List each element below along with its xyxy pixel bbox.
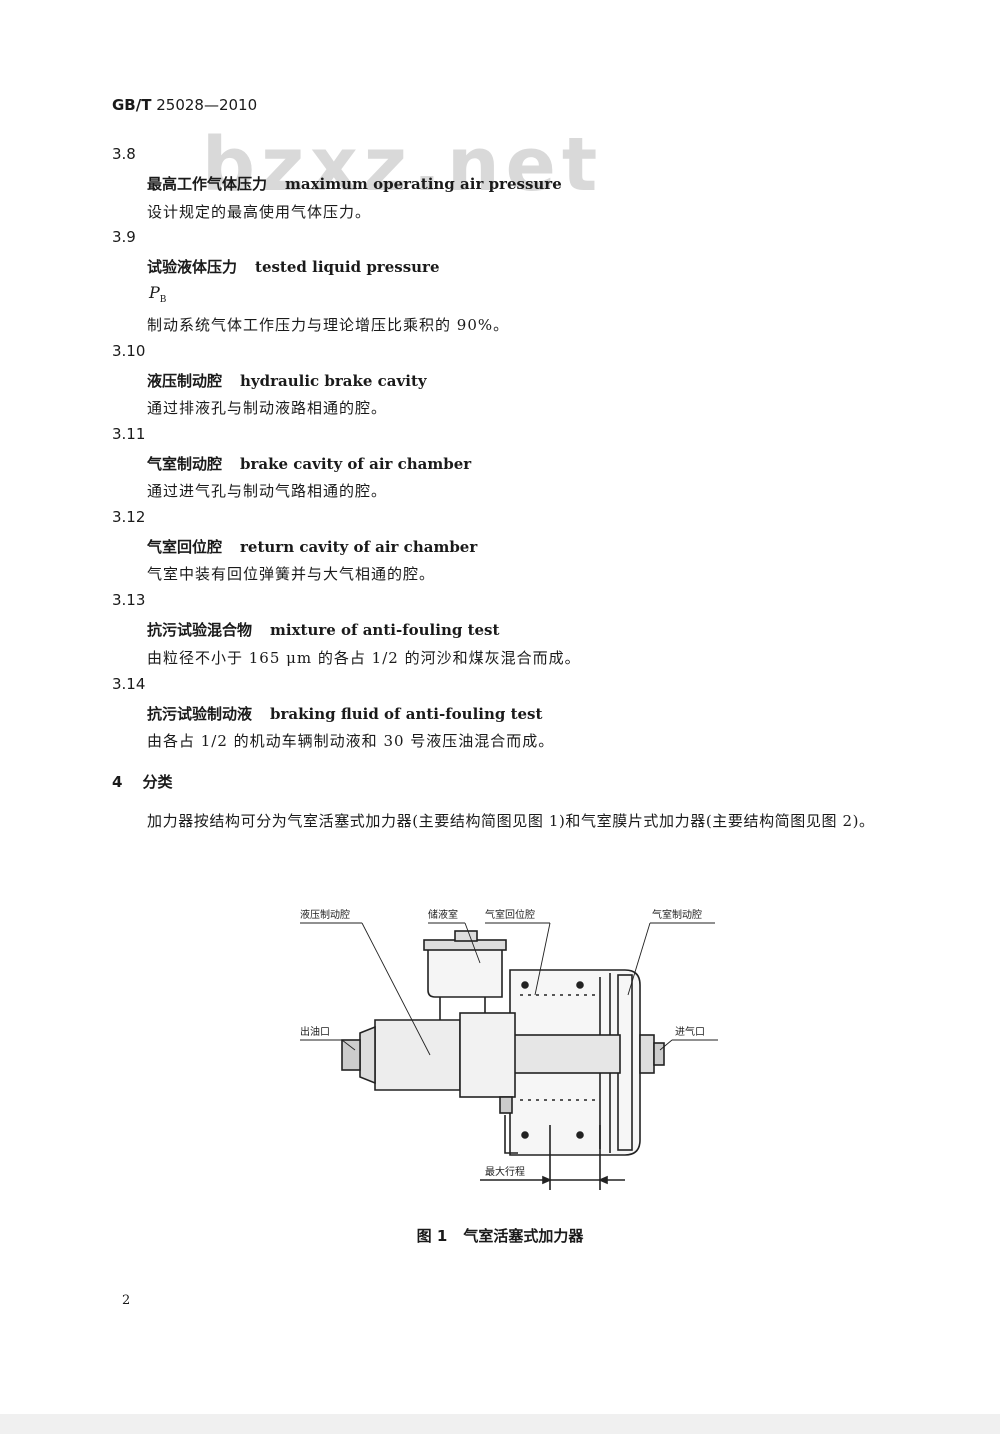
standard-number: 25028—2010: [156, 96, 258, 114]
page-number: 2: [122, 1293, 131, 1308]
label-hydraulic-cavity: 液压制动腔: [300, 908, 350, 921]
viewer-bottom-bar: [0, 1414, 1000, 1434]
term-symbol: PB: [149, 283, 167, 306]
term-definition: 由各占 1/2 的机动车辆制动液和 30 号液压油混合而成。: [147, 732, 555, 750]
label-oil-outlet: 出油口: [300, 1025, 330, 1038]
standard-header: GB/T 25028—2010: [112, 96, 257, 114]
term-definition: 设计规定的最高使用气体压力。: [147, 203, 372, 221]
term-definition: 气室中装有回位弹簧并与大气相通的腔。: [147, 565, 436, 583]
label-max-stroke: 最大行程: [485, 1165, 525, 1178]
booster-diagram: 液压制动腔 储液室 气室回位腔 气室制动腔 出油口 进气口 最大行程: [300, 908, 718, 1190]
section-paragraph: 加力器按结构可分为气室活塞式加力器(主要结构简图见图 1)和气室膜片式加力器(主…: [147, 812, 875, 830]
term-number: 3.9: [112, 228, 136, 246]
label-brake-cavity: 气室制动腔: [652, 908, 702, 921]
term-number: 3.10: [112, 342, 146, 360]
label-return-cavity: 气室回位腔: [485, 908, 535, 921]
label-reservoir: 储液室: [428, 908, 458, 921]
term-definition: 通过进气孔与制动气路相通的腔。: [147, 482, 388, 500]
standard-prefix: GB/T: [112, 96, 152, 114]
label-air-inlet: 进气口: [675, 1025, 705, 1038]
term-number: 3.13: [112, 591, 146, 609]
term-definition: 由粒径不小于 165 μm 的各占 1/2 的河沙和煤灰混合而成。: [147, 649, 581, 667]
term-number: 3.14: [112, 675, 146, 693]
term-definition: 通过排液孔与制动液路相通的腔。: [147, 399, 388, 417]
term-number: 3.8: [112, 145, 136, 163]
term-definition: 制动系统气体工作压力与理论增压比乘积的 90%。: [147, 316, 510, 334]
term-number: 3.12: [112, 508, 146, 526]
term-number: 3.11: [112, 425, 146, 443]
watermark: bzxz.net: [202, 122, 604, 208]
